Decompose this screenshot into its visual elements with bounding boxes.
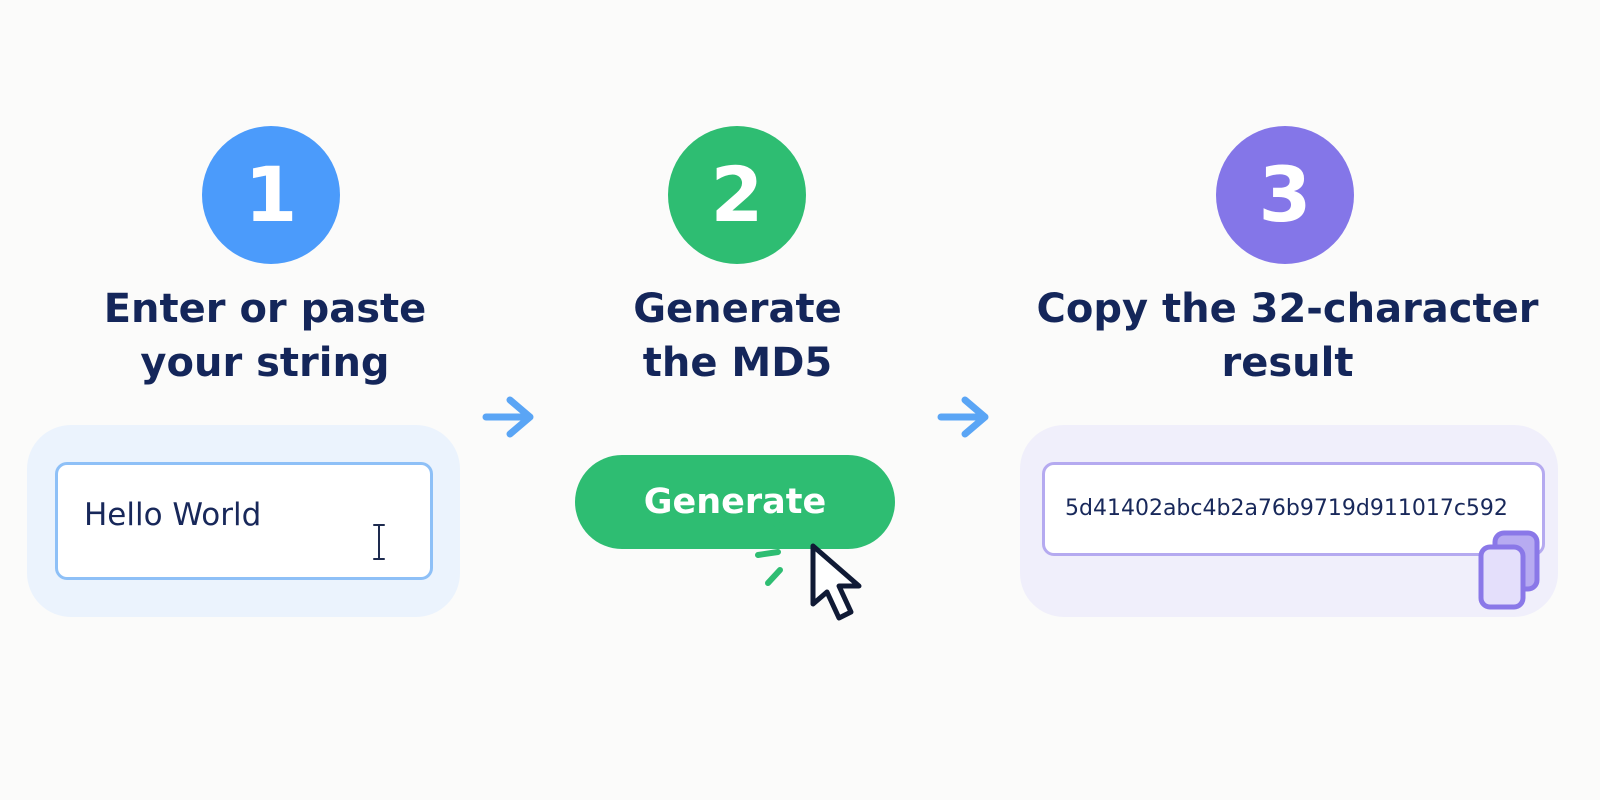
step-1-panel: Hello World [27,425,460,617]
step-2: 2 Generate the MD5 [540,0,940,800]
step-3-heading-line-2: result [1221,340,1354,386]
step-1-heading-line-2: your string [140,340,390,386]
step-1-number-badge: 1 [202,126,340,264]
step-2-number-badge: 2 [668,126,806,264]
md5-result-value: 5d41402abc4b2a76b9719d911017c592 [1065,496,1508,521]
step-2-heading-line-1: Generate [633,286,842,332]
string-input[interactable]: Hello World [55,462,433,580]
step-1: 1 Enter or paste your string Hello World [0,0,540,800]
step-3: 3 Copy the 32-character result 5d41402ab… [1010,0,1600,800]
arrow-right-icon [937,396,989,438]
step-1-heading: Enter or paste your string [0,282,530,390]
string-input-value: Hello World [84,497,262,533]
step-2-heading-line-2: the MD5 [642,340,833,386]
arrow-right-icon [482,396,534,438]
click-burst [755,507,836,586]
step-3-panel: 5d41402abc4b2a76b9719d911017c592 [1020,425,1558,617]
step-1-heading-line-1: Enter or paste [103,286,427,332]
copy-icon[interactable] [1475,530,1545,612]
text-cursor-icon [373,524,385,560]
step-2-heading: Generate the MD5 [540,282,935,390]
md5-result-field[interactable]: 5d41402abc4b2a76b9719d911017c592 [1042,462,1545,556]
generate-button[interactable]: Generate [575,455,895,549]
step-3-heading-line-1: Copy the 32-character [1036,286,1539,332]
step-3-number-badge: 3 [1216,126,1354,264]
mouse-pointer-icon [810,543,862,621]
step-3-heading: Copy the 32-character result [1010,282,1565,390]
